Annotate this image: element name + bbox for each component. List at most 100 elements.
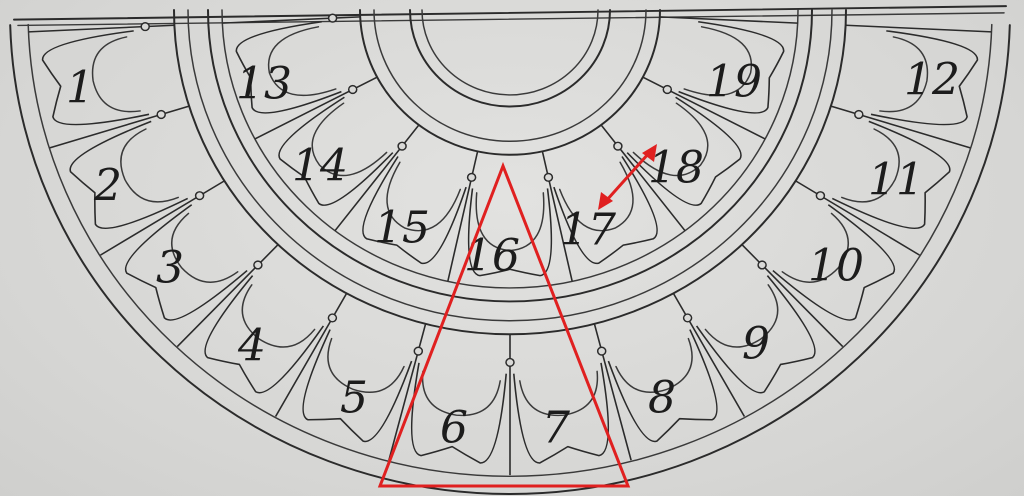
red-annotations bbox=[377, 144, 657, 488]
red-triangle-outline bbox=[377, 161, 631, 488]
panel-number-labels: 1 2 3 4 5 6 7 8 9 10 11 12 13 14 15 16 1… bbox=[66, 55, 960, 454]
panel-label-4: 4 bbox=[237, 321, 266, 372]
inner-band-inner-arch bbox=[683, 26, 753, 97]
outer-band-cusp bbox=[831, 120, 951, 230]
panel-label-2: 2 bbox=[93, 161, 122, 212]
inner-band-cusp bbox=[553, 156, 658, 265]
outer-band-cusp bbox=[607, 329, 718, 443]
outer-band-cusp bbox=[302, 329, 413, 443]
outer-band-inner-arch bbox=[519, 370, 599, 417]
window-frame bbox=[9, 5, 1011, 495]
outer-band-cusp bbox=[772, 204, 896, 321]
outer-band-cusp bbox=[695, 275, 816, 394]
outer-band-inner-arch bbox=[120, 128, 179, 203]
inner-band-inner-arch bbox=[632, 102, 709, 177]
panel-label-11: 11 bbox=[868, 155, 924, 206]
inner-band-cusp bbox=[678, 21, 785, 114]
panel-label-9: 9 bbox=[742, 319, 770, 370]
inner-band-knot bbox=[466, 172, 477, 182]
panel-label-6: 6 bbox=[440, 403, 468, 454]
inner-band-knot bbox=[327, 13, 338, 23]
outer-band-knot bbox=[682, 313, 693, 323]
outer-band-knot bbox=[140, 22, 150, 32]
trefoil-tracery bbox=[28, 13, 992, 476]
arrow-head-icon bbox=[598, 192, 613, 210]
outer-band-knot bbox=[413, 346, 424, 356]
center-ring bbox=[359, 9, 661, 156]
inner-band-knot bbox=[613, 141, 623, 151]
outer-band-knot bbox=[757, 260, 767, 270]
outer-band-spoke bbox=[28, 24, 175, 33]
outer-band-cusp bbox=[204, 275, 325, 394]
inner-band-inner-arch bbox=[386, 161, 462, 232]
outer-band-inner-arch bbox=[327, 337, 405, 393]
inner-band-knot bbox=[397, 141, 407, 151]
outer-band-cusp bbox=[870, 30, 979, 126]
double-arrow-icon bbox=[598, 144, 657, 210]
panel-label-15: 15 bbox=[374, 203, 430, 254]
inner-band-inner-arch bbox=[311, 102, 388, 177]
outer-band-inner-arch bbox=[704, 284, 779, 348]
outer-band-knot bbox=[854, 109, 864, 120]
outer-band-spoke bbox=[388, 323, 427, 461]
middle-ring-inner bbox=[187, 9, 833, 322]
inner-ring-outer bbox=[207, 9, 813, 303]
panel-label-10: 10 bbox=[808, 241, 864, 292]
panel-label-12: 12 bbox=[904, 55, 960, 106]
outer-band-cusp bbox=[513, 362, 610, 464]
outer-band-knot bbox=[327, 313, 338, 323]
outer-ring-inner bbox=[27, 23, 993, 477]
inner-band-spoke bbox=[659, 16, 798, 24]
inner-band-knot bbox=[543, 172, 554, 182]
outer-band-spoke bbox=[741, 244, 844, 348]
inner-band-knot bbox=[347, 84, 358, 95]
outer-band-spoke bbox=[830, 105, 971, 149]
inner-band-cusp bbox=[278, 96, 394, 206]
panel-label-18: 18 bbox=[648, 143, 704, 194]
panel-label-16: 16 bbox=[464, 231, 520, 282]
outer-band-cusp bbox=[410, 362, 507, 464]
panel-label-13: 13 bbox=[236, 59, 292, 110]
inner-band-cusp bbox=[235, 21, 342, 114]
outer-band-cusp bbox=[41, 30, 150, 126]
outer-band-knot bbox=[815, 191, 826, 201]
top-edge-line bbox=[17, 12, 1005, 27]
arrow-head-icon bbox=[642, 144, 657, 162]
outer-band-knot bbox=[253, 260, 263, 270]
middle-ring-outer bbox=[173, 9, 847, 336]
outer-band-cusp bbox=[69, 120, 189, 230]
panel-label-19: 19 bbox=[706, 57, 762, 108]
inner-band-knot bbox=[662, 84, 673, 95]
outer-band-spoke bbox=[845, 24, 992, 33]
inner-band-cusp bbox=[626, 96, 742, 206]
outer-band-spoke bbox=[795, 180, 921, 256]
outer-band-knot bbox=[505, 357, 515, 368]
panel-label-3: 3 bbox=[156, 243, 184, 294]
top-edge-line bbox=[13, 5, 1007, 21]
panel-label-5: 5 bbox=[340, 373, 368, 424]
panel-label-14: 14 bbox=[292, 141, 348, 192]
panel-label-17: 17 bbox=[560, 205, 616, 256]
outer-band-inner-arch bbox=[421, 370, 501, 417]
outer-band-cusp bbox=[124, 204, 248, 321]
outer-ring bbox=[9, 24, 1011, 495]
outer-band-knot bbox=[156, 109, 166, 120]
outer-band-inner-arch bbox=[91, 36, 141, 113]
inner-band-cusp bbox=[467, 188, 553, 277]
inner-band-inner-arch bbox=[267, 26, 337, 97]
outer-band-knot bbox=[194, 191, 205, 201]
hub-ring-inner bbox=[421, 9, 599, 96]
panel-label-1: 1 bbox=[66, 63, 94, 114]
outer-band-spoke bbox=[593, 323, 632, 461]
inner-band-cusp bbox=[362, 156, 467, 265]
outer-band-inner-arch bbox=[781, 212, 850, 283]
outer-band-inner-arch bbox=[241, 284, 316, 348]
panel-label-7: 7 bbox=[542, 403, 570, 454]
outer-band-spoke bbox=[274, 292, 348, 417]
center-ring-inner bbox=[373, 9, 647, 142]
outer-band-spoke bbox=[99, 180, 225, 256]
inner-band-inner-arch bbox=[475, 192, 545, 252]
panel-label-8: 8 bbox=[648, 373, 676, 424]
